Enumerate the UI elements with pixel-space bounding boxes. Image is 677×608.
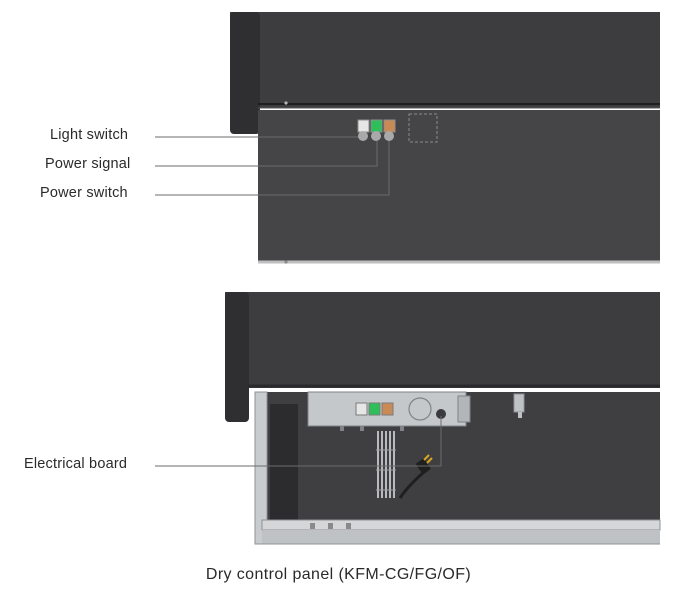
electrical-board (307, 391, 471, 431)
callout-light-switch: Light switch (50, 127, 129, 143)
top-switch-block (357, 113, 438, 143)
top-cabinet-view (155, 12, 660, 264)
cable-harness (376, 431, 396, 498)
leader-line-power-switch (155, 141, 390, 196)
leader-line-electrical-board (155, 416, 442, 467)
board-knockout (408, 397, 432, 421)
bottom-frame-base (261, 519, 661, 531)
callout-power-signal: Power signal (45, 156, 131, 172)
top-power-switch-button (383, 119, 396, 133)
leader-line-power-signal (155, 141, 378, 167)
cable-gland (436, 409, 446, 419)
bottom-cabinet-side-panel (225, 292, 249, 422)
callout-power-switch: Power switch (40, 185, 128, 201)
top-cabinet-side-panel (230, 12, 260, 134)
top-cabinet-canopy (230, 12, 660, 108)
top-light-switch-button (357, 119, 370, 133)
top-cabinet-front-panel (258, 110, 660, 262)
bottom-power-signal-button (368, 402, 381, 416)
diagram-caption: Dry control panel (KFM-CG/FG/OF) (205, 566, 472, 583)
bottom-light-switch-button (355, 402, 368, 416)
bottom-frame-left (254, 391, 268, 545)
top-leader-lines (155, 136, 390, 196)
bottom-power-switch-button (381, 402, 394, 416)
top-cover-plate (408, 113, 438, 143)
top-power-signal-button (370, 119, 383, 133)
power-plug (398, 454, 433, 499)
callout-electrical-board: Electrical board (24, 456, 128, 472)
bottom-cabinet-view (155, 292, 661, 545)
bottom-cabinet-canopy (225, 292, 660, 388)
